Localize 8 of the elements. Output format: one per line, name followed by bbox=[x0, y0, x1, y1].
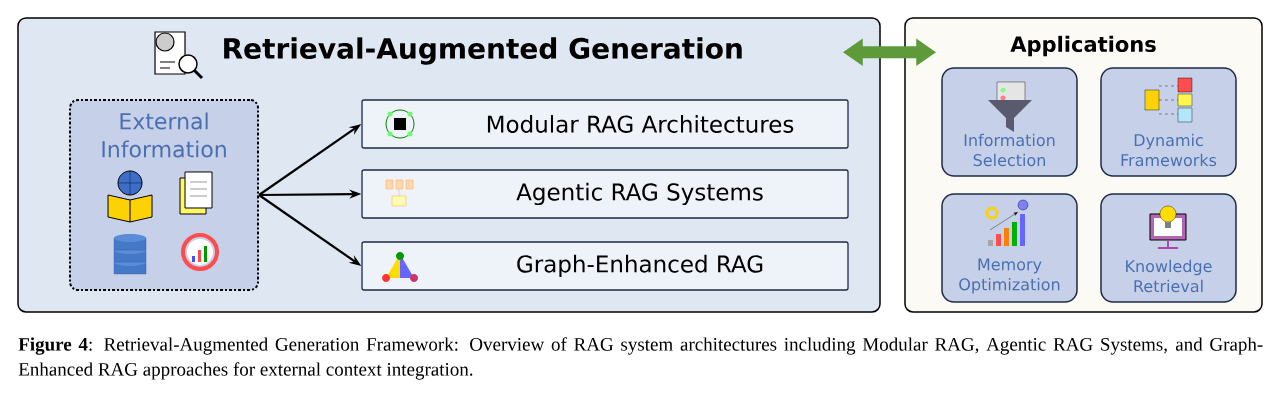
application-card: Memory Optimization bbox=[941, 193, 1078, 303]
application-card: Information Selection bbox=[941, 67, 1078, 177]
method-box: Modular RAG Architectures bbox=[361, 99, 849, 149]
application-card: Dynamic Frameworks bbox=[1100, 67, 1237, 177]
application-card: Knowledge Retrieval bbox=[1100, 193, 1237, 303]
method-box: Graph-Enhanced RAG bbox=[361, 241, 849, 291]
caption: Figure 4: Retrieval-Augmented Generation Framework: Overview of RAG system architectures including Modular RAG, Agentic RAG Systems, and Graph-Enhanced RAG approaches for external context integration. bbox=[18, 337, 1263, 380]
method-box: Agentic RAG Systems bbox=[361, 169, 849, 219]
